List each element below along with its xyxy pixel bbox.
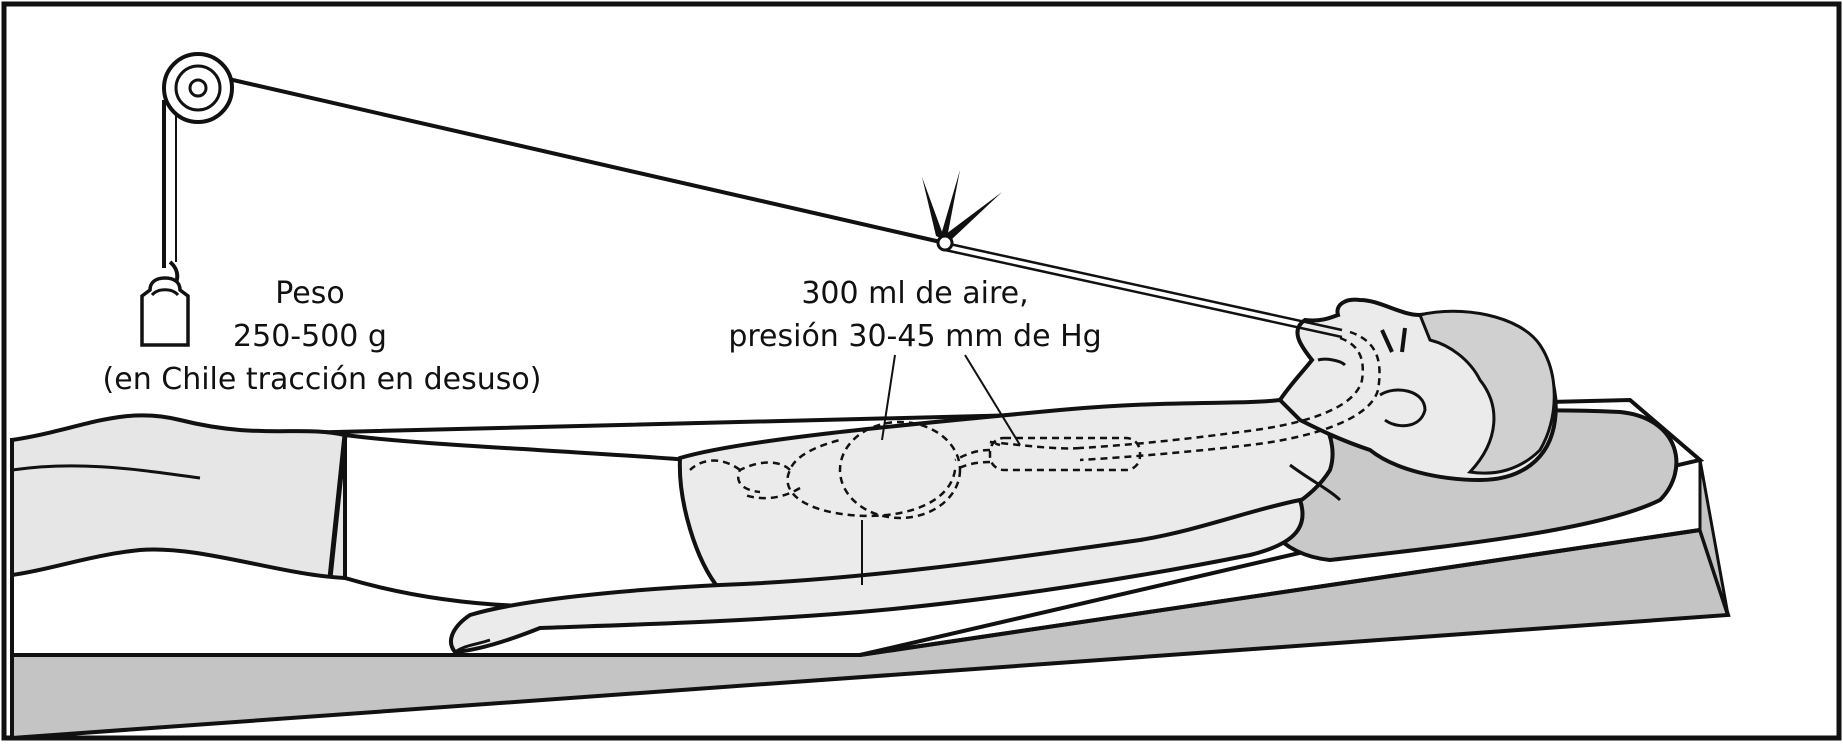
balloon-label-line2: presión 30-45 mm de Hg <box>728 319 1101 354</box>
weight-label-line1: Peso <box>275 276 344 311</box>
weight-label-line3: (en Chile tracción en desuso) <box>103 362 542 397</box>
weight-label-line2: 250-500 g <box>233 319 387 354</box>
balloon-label-line1: 300 ml de aire, <box>801 276 1028 311</box>
pulley-icon <box>164 54 232 122</box>
